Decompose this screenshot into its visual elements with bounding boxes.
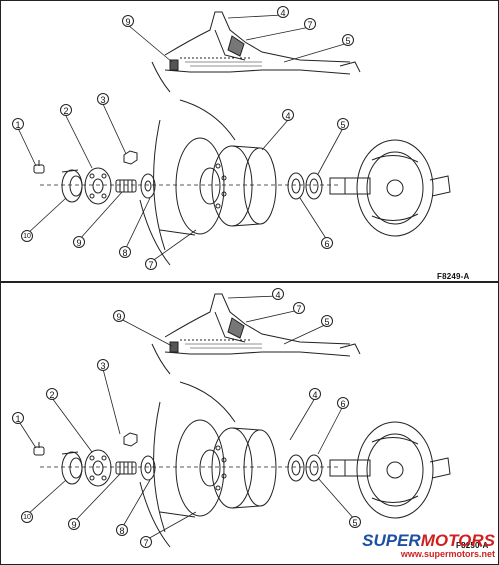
callouts-top [17,14,349,263]
callout-top-8: 8 [119,246,131,258]
callout-top-9: 9 [122,15,134,27]
callout-top-3: 3 [97,93,109,105]
callout-top-9: 9 [73,236,85,248]
callout-top-7: 7 [304,18,316,30]
callout-top-5: 5 [342,34,354,46]
watermark-url: www.supermotors.net [400,549,495,559]
callout-bottom-8: 8 [116,524,128,536]
callout-bottom-5: 5 [321,315,333,327]
watermark-brand: SUPERMOTORS [362,531,495,550]
callout-bottom-1: 1 [12,412,24,424]
callout-bottom-7: 7 [140,536,152,548]
callout-top-4: 4 [277,6,289,18]
callouts-bottom [17,295,356,541]
callout-top-5: 5 [337,118,349,130]
callout-bottom-10: 10 [21,511,33,523]
supermotors-watermark: SUPERMOTORS www.supermotors.net [362,532,495,559]
callout-bottom-9: 9 [113,310,125,322]
callout-top-4: 4 [282,109,294,121]
figure-code-bottom: F8250-A [456,541,489,550]
callout-bottom-5: 5 [349,516,361,528]
callout-bottom-6: 6 [337,397,349,409]
callout-bottom-4: 4 [272,288,284,300]
callout-bottom-2: 2 [46,388,58,400]
figure-code-top: F8249-A [437,272,470,281]
callout-bottom-9: 9 [68,518,80,530]
callout-top-7: 7 [145,258,157,270]
callout-bottom-4: 4 [309,388,321,400]
callout-bottom-7: 7 [293,302,305,314]
callout-bottom-3: 3 [97,359,109,371]
callout-top-2: 2 [60,104,72,116]
callout-top-6: 6 [321,237,333,249]
callout-top-10: 10 [21,230,33,242]
callout-top-1: 1 [12,118,24,130]
panel-divider [0,281,499,283]
